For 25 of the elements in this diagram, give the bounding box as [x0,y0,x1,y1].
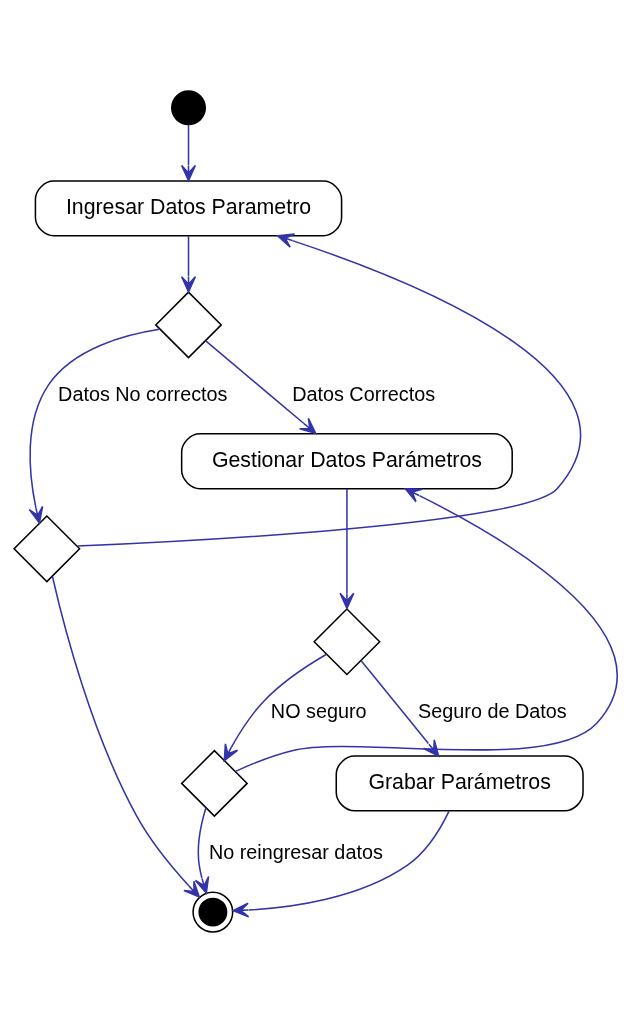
node-circle [171,89,206,125]
edge-label: Seguro de Datos [418,699,567,722]
node-diamond [313,607,381,676]
arrow [205,339,317,434]
edge-label: NO seguro [270,699,367,722]
arrow [194,806,210,894]
edge-label: Datos No correctos [58,382,228,405]
arrow [76,232,582,547]
arrow [51,575,201,898]
edge-label: No reingresar datos [208,840,383,863]
arrow [180,234,197,293]
node-box: Ingresar Datos Parametro [34,179,343,237]
edge-label: Datos Correctos [292,382,436,405]
node-box: Grabar Parámetros [335,754,584,812]
node-diamond [13,514,81,583]
arrow [234,487,618,772]
arrow [28,328,161,524]
node-diamond [154,290,223,359]
node-box: Gestionar Datos Parámetros [180,432,513,489]
node-diamond [180,749,249,817]
arrow [232,809,450,918]
arrow [180,123,197,181]
arrow [223,653,328,761]
arrow [339,487,355,609]
node-bullseye [192,891,234,933]
